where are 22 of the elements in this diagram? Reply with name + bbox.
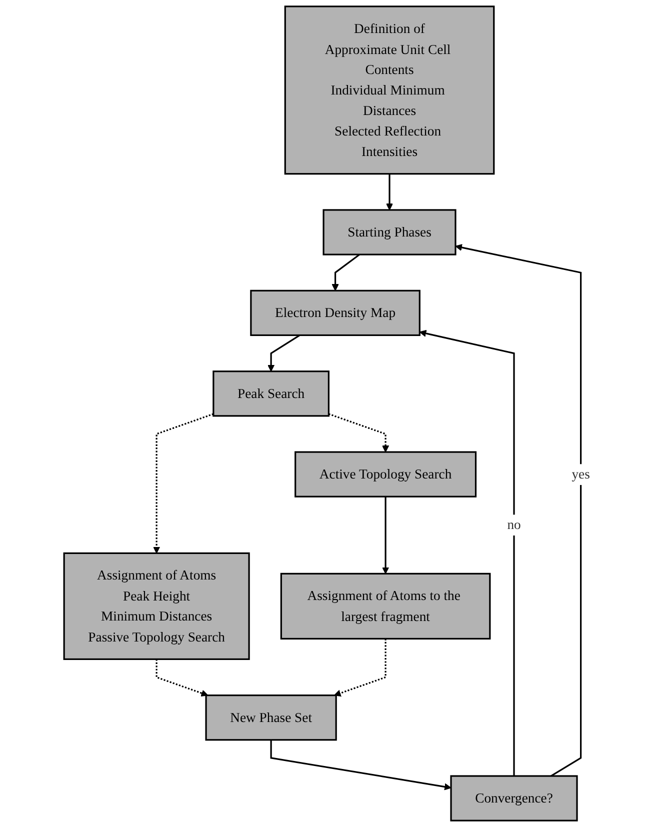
node-box: Starting Phases (322, 209, 456, 256)
node-box: Assignment of Atoms to the largest fragment (280, 572, 491, 640)
edge-label: no (507, 517, 521, 532)
arrow (386, 174, 394, 210)
edge-label: yes (572, 466, 590, 482)
node-box: Assignment of Atoms Peak Height Minimum Distances Passive Topology Search (63, 552, 250, 660)
arrow (334, 638, 386, 697)
node-box: Active Topology Search (294, 451, 477, 498)
node-box: Convergence? (450, 775, 578, 822)
arrow (268, 334, 300, 372)
arrow (332, 254, 360, 291)
arrow (270, 740, 452, 790)
arrow (328, 413, 390, 452)
arrow (156, 659, 208, 697)
node-box: Peak Search (212, 370, 330, 417)
node-box: Electron Density Map (250, 290, 420, 336)
arrow (419, 330, 515, 776)
node-box: New Phase Set (205, 694, 337, 741)
node-box: Definition of Approximate Unit Cell Contents Individual Minimum Distances Selected Reflection Intensities (284, 6, 495, 175)
arrow (455, 244, 582, 777)
arrow (382, 496, 390, 574)
arrow (153, 413, 214, 554)
